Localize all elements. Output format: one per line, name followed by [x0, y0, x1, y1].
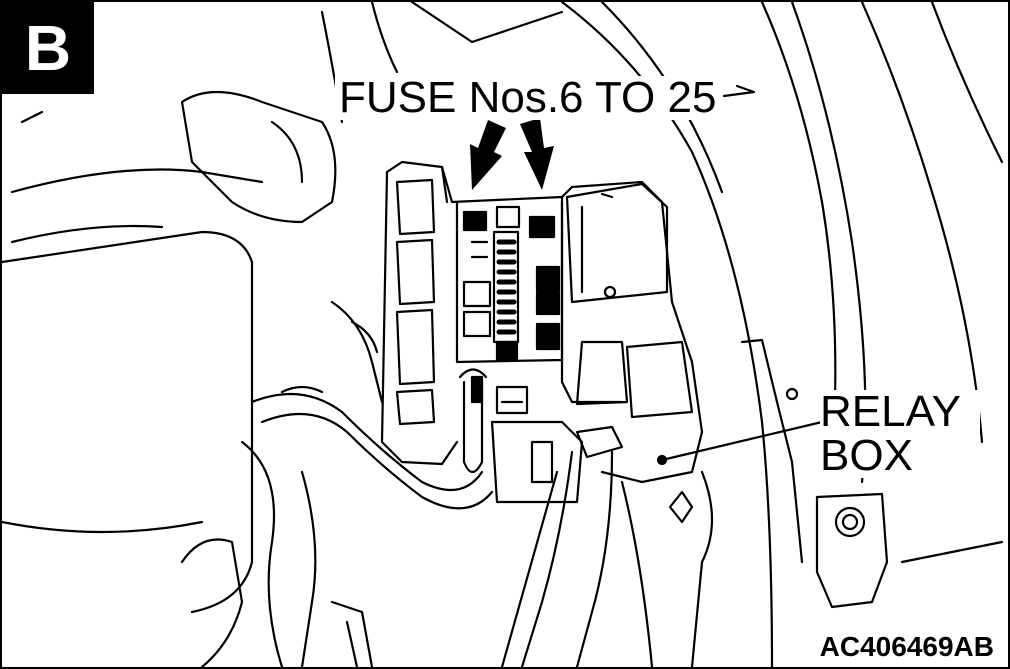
relay-box-body [380, 160, 704, 484]
fuse-arrows [470, 118, 554, 190]
relay-label-line-1: RELAY [820, 387, 962, 436]
main-cable [490, 420, 654, 667]
relay-label-line-2: BOX [820, 431, 913, 480]
relay-box-callout-label: RELAY BOX [820, 390, 980, 478]
fuse-callout-label: FUSE Nos.6 TO 25 [335, 76, 721, 120]
leader-lines [656, 84, 824, 466]
fuse-arrow-right [520, 118, 554, 190]
left-hose [2, 90, 337, 614]
fuse-arrow-left [470, 120, 506, 190]
right-bracket [668, 338, 1004, 667]
wiring-harness [180, 300, 494, 667]
view-label-badge: B [2, 2, 94, 94]
fuse-block [462, 205, 561, 362]
figure-code: AC406469AB [819, 631, 994, 662]
terminal-post [458, 368, 529, 474]
relay-box-lid [565, 182, 694, 419]
